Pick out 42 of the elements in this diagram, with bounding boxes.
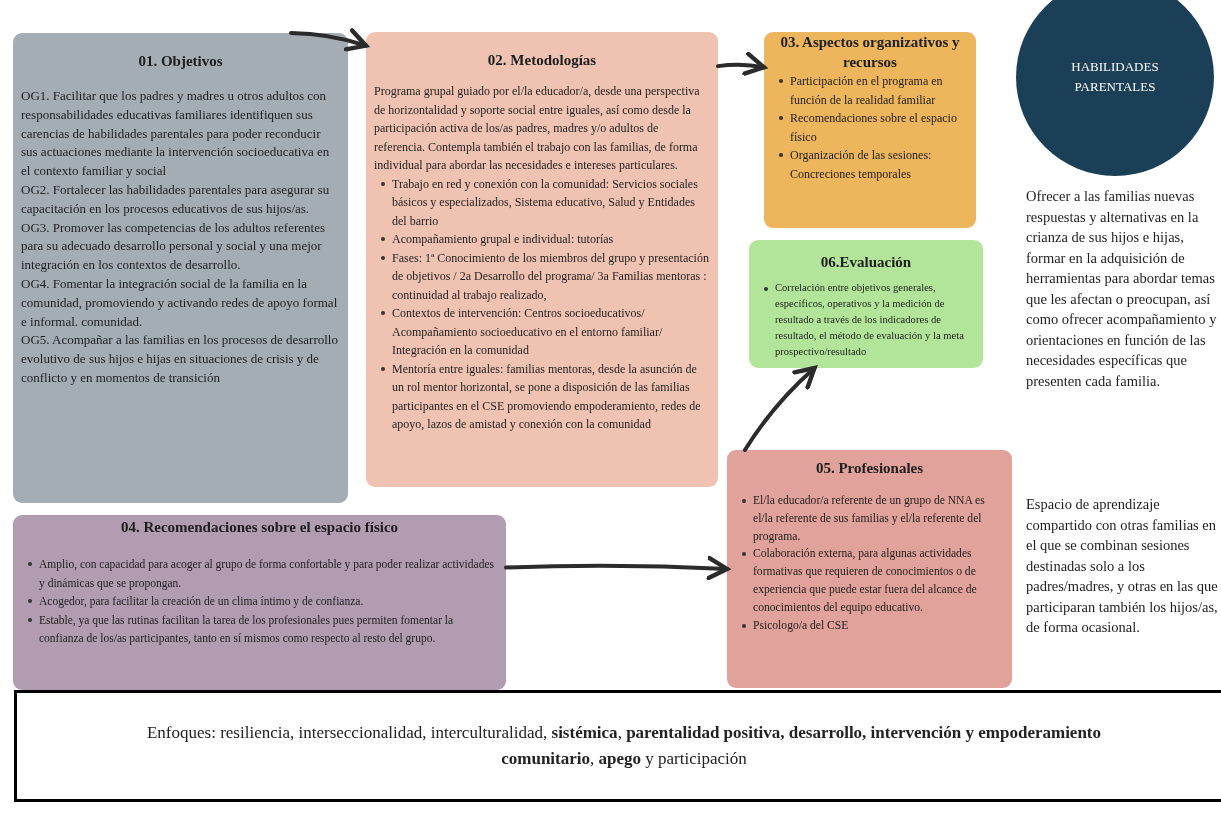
bullet-item: Amplio, con capacidad para acoger al grupo de forma confortable y para poder realizar actividades y dinámicas que se propongan.	[39, 557, 495, 592]
bullet-item: Recomendaciones sobre el espacio físico	[790, 110, 958, 146]
bullet-item: El/la educador/a referente de un grupo de NNA es el/la referente de sus familias y el/la referente del programa.	[753, 493, 986, 545]
arrow	[716, 51, 767, 77]
card-heading: 02. Metodologías	[486, 51, 598, 70]
section-card	[13, 515, 506, 690]
bullet-item: Organización de las sesiones: Concreciones temporales	[790, 147, 933, 183]
description-text: Ofrecer a las familias nuevas respuestas y alternativas en la crianza de sus hijos e hijas, formar en la adquisición de herramientas para abordar temas que les afectan o preocupan, así como ofrecer acompañamiento y orientaciones en función de las necesidades específicas que presenten cada familia.	[1026, 187, 1218, 391]
section-card	[727, 450, 1012, 688]
section-card	[366, 32, 718, 487]
bullet-item: Fases: 1ª Conocimiento de los miembros del grupo y presentación de objetivos / 2a Desarrollo del programa/ 3a Familias mentoras : continuidad al trabajo realizado,	[392, 249, 710, 304]
bullet-item: Acompañamiento grupal e individual: tutorías	[392, 231, 615, 248]
card-heading: 04. Recomendaciones sobre el espacio físico	[119, 518, 400, 537]
bullet-item: Acogedor, para facilitar la creación de un clima íntimo y de confianza.	[39, 594, 365, 610]
card-paragraph: OG2. Fortalecer las habilidades parentales para asegurar su capacitación en los procesos educativos de sus hijos/as.	[21, 181, 331, 218]
card-paragraph: OG4. Fomentar la integración social de la familia en la comunidad, promoviendo y activando redes de apoyo formal e informal. comunidad.	[21, 274, 339, 331]
arrow	[289, 28, 369, 52]
description-text: Espacio de aprendizaje compartido con otras familias en el que se combinan sesiones destinadas solo a los padres/madres, y otras en las que participaran también los hijos/as, de forma ocasional.	[1026, 495, 1218, 637]
card-paragraph: OG1. Facilitar que los padres y madres u otros adultos con responsabilidades educativas familiares identifiquen sus carencias de habilidades parentales para poder reconducir sus actuaciones mediante la intervención socioeducativa en el contexto familiar y social	[21, 87, 331, 181]
bullet-item: Colaboración externa, para algunas actividades formativas que requieren de conocimientos o de experiencia que puede estar fuera del alcance de conocimientos del equipo educativo.	[753, 546, 978, 616]
section-card	[13, 33, 348, 503]
circle-title: HABILIDADES PARENTALES	[1070, 58, 1160, 96]
card-heading: 06.Evaluación	[819, 253, 913, 272]
card-heading: 05. Profesionales	[814, 459, 925, 478]
bullet-item: Participación en el programa en función de la realidad familiar	[790, 73, 944, 109]
card-heading: 01. Objetivos	[137, 52, 224, 71]
arrow	[742, 365, 817, 452]
arrow	[504, 555, 730, 581]
bullet-item: Contextos de intervención: Centros socioeducativos/ Acompañamiento socioeducativo en el entorno familiar/ Integración en la comunidad	[392, 305, 664, 359]
bullet-item: Correlación entre objetivos generales, específicos, operativos y la medición de resultado a través de los indicadores de resultado, el método de evaluación y la meta prospectivo/resultado	[775, 281, 965, 359]
card-heading: 03. Aspectos organizativos y recursos	[779, 33, 961, 72]
approaches-box	[14, 690, 1221, 802]
bullet-item: Mentoría entre iguales: familias mentoras, desde la asunción de un rol mentor horizontal, se pone a disposición de las familias participantes en el CSE promoviendo empoderamiento, redes de apoyo, lazos de amistad y conexión con la comunidad	[392, 360, 702, 433]
section-card	[749, 240, 983, 368]
bullet-item: Estable, ya que las rutinas facilitan la tarea de los profesionales pues permiten fomentar la confianza de los/as participantes, tanto en sí mismos como respecto al resto del grupo.	[39, 612, 455, 647]
bullet-item: Trabajo en red y conexión con la comunidad: Servicios sociales básicos y especializados, Sistema educativo, Salud y Entidades del barrio	[392, 175, 699, 230]
card-paragraph: OG3. Promover las competencias de los adultos referentes para su adecuado desarrollo personal y social y una mejor integración en los contextos de desarrollo.	[21, 218, 326, 275]
card-paragraph: OG5. Acompañar a las familias en los procesos de desarrollo evolutivo de sus hijos e hijas en situaciones de crisis y de conflicto y en momentos de transición	[21, 331, 339, 387]
approaches-text: Enfoques: resiliencia, interseccionalidad, interculturalidad, sistémica, parentalidad positiva, desarrollo, intervención y empoderamiento comunitario, apego y participación	[146, 722, 1102, 770]
bullet-item: Psicologo/a del CSE	[753, 617, 850, 634]
card-paragraph: Programa grupal guiado por el/la educador/a, desde una perspectiva de horizontalidad y soporte social entre iguales, así como desde la participación activa de los/as padres, madres y/o adultos de referencia. Contempla también el trabajo con las familias, de forma individual para abordar las necesidades e intereses particulares.	[374, 83, 701, 174]
section-card	[764, 32, 976, 228]
